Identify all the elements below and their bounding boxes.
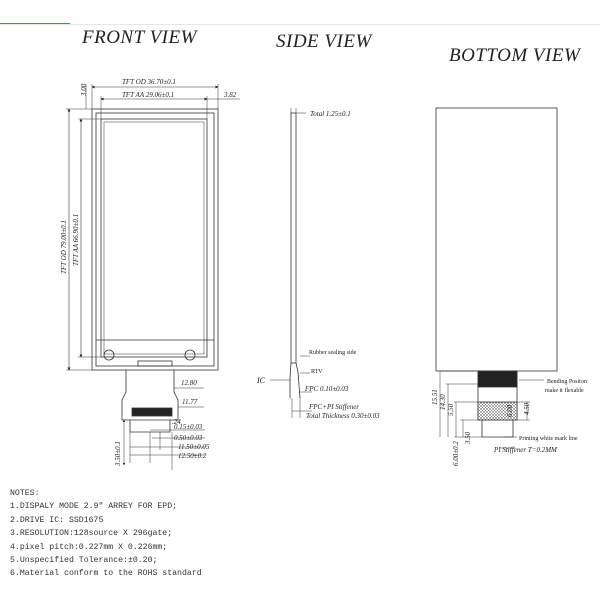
label-b600: 6.00±0.2 bbox=[452, 441, 460, 466]
side-fpc bbox=[289, 362, 301, 399]
fpc-dim-ticks bbox=[174, 387, 204, 408]
front-ext-lines-left bbox=[66, 108, 101, 371]
bottom-bend-zone bbox=[477, 370, 518, 388]
label-bending: Bending Positon bbox=[547, 379, 587, 385]
label-od-width: TFT OD 36.70±0.1 bbox=[122, 78, 176, 86]
label-aa-height: TFT AA 66.90±0.1 bbox=[72, 214, 80, 266]
side-dimension-labels: Total 1.25±0.1 Rubber sealing side RTV I… bbox=[256, 110, 380, 420]
bottom-dim-left bbox=[439, 371, 464, 437]
bottom-view bbox=[435, 107, 558, 449]
bottom-view-title: BOTTOM VIEW bbox=[449, 45, 581, 66]
side-top-ticks bbox=[290, 108, 297, 113]
label-printing: Printing white mark line bbox=[519, 436, 578, 442]
bottom-dimension-labels: 15.51 14.30 5.50 3.50 6.00±0.2 6.00 4.50… bbox=[431, 379, 587, 466]
label-fpc-thk: FPC 0.10±0.03 bbox=[304, 385, 349, 393]
side-view-title: SIDE VIEW bbox=[276, 31, 372, 52]
label-top-small: 3.00 bbox=[80, 83, 88, 97]
front-fpc bbox=[121, 370, 179, 421]
front-hole-left bbox=[103, 349, 115, 361]
front-hole-right bbox=[184, 349, 196, 361]
front-view-title: FRONT VIEW bbox=[82, 27, 197, 48]
note-item: 4.pixel pitch:0.227mm X 0.226mm; bbox=[10, 542, 168, 552]
front-view bbox=[66, 84, 240, 470]
label-total-thickness: Total Thickness 0.30±0.03 bbox=[306, 412, 380, 420]
fpc-bottom-dims bbox=[130, 429, 205, 456]
bottom-fpc-tail bbox=[481, 420, 514, 438]
note-item: 6.Material conform to the ROHS standard bbox=[10, 569, 202, 579]
front-fpc-contacts bbox=[131, 407, 173, 417]
fpc-bottom-ext bbox=[129, 432, 173, 470]
label-b600b: 6.00 bbox=[506, 404, 514, 417]
bottom-leaders bbox=[500, 379, 544, 449]
label-rubber: Rubber sealing side bbox=[309, 350, 357, 356]
label-ic: IC bbox=[256, 376, 266, 385]
bottom-panel bbox=[435, 107, 558, 372]
side-leaders bbox=[270, 355, 312, 418]
note-item: 2.DRIVE IC: SSD1675 bbox=[10, 515, 104, 525]
label-d015: 0.15±0.03 bbox=[174, 423, 203, 431]
side-panel bbox=[290, 112, 297, 364]
notes-block: NOTES: 1.DISPALY MODE 2.9" ARREY FOR EPD… bbox=[10, 487, 310, 581]
front-active-area bbox=[100, 118, 208, 358]
front-ext-lines-top bbox=[91, 84, 219, 119]
note-item: 3.RESOLUTION:128source X 296gate; bbox=[10, 529, 173, 539]
front-panel-outline bbox=[91, 108, 219, 371]
label-b1430: 14.30 bbox=[439, 394, 447, 410]
label-b450: 4.50 bbox=[523, 402, 531, 415]
bottom-pi-stiffener bbox=[477, 401, 518, 421]
label-b550: 5.50 bbox=[447, 403, 455, 416]
label-b1551: 15.51 bbox=[431, 389, 439, 405]
label-d350: 3.50±0.1 bbox=[114, 441, 122, 467]
label-d050: 0.50±0.03 bbox=[174, 434, 203, 442]
front-panel-inner-1 bbox=[95, 112, 215, 367]
note-item: 1.DISPALY MODE 2.9" ARREY FOR EPD; bbox=[10, 502, 178, 512]
label-od-height: TFT OD 79.00±0.1 bbox=[60, 220, 68, 274]
label-pi-stiffener: PI Stiffener T=0.2MM bbox=[493, 446, 558, 454]
label-rtv: RTV bbox=[311, 369, 323, 375]
notes-header: NOTES: bbox=[10, 489, 40, 498]
label-b350: 3.50 bbox=[464, 431, 472, 445]
side-view bbox=[270, 108, 312, 418]
label-aa-offset: 3.82 bbox=[223, 91, 237, 99]
label-fpc-1177: 11.77 bbox=[182, 398, 198, 406]
front-active-area-inner bbox=[103, 121, 205, 355]
label-pitch-24: .24 bbox=[172, 418, 181, 426]
label-d1150: 11.50±0.05 bbox=[178, 443, 210, 451]
label-fpc-1280: 12.80 bbox=[181, 379, 197, 387]
label-side-total: Total 1.25±0.1 bbox=[310, 110, 351, 118]
bottom-dim-right bbox=[517, 401, 530, 421]
front-dimension-labels: 3.00 TFT OD 36.70±0.1 TFT AA 29.06±0.1 3… bbox=[60, 78, 237, 467]
front-ic-slot bbox=[137, 360, 173, 367]
label-bending-2: make it flexable bbox=[545, 387, 584, 394]
label-aa-width: TFT AA 29.06±0.1 bbox=[122, 91, 174, 99]
bottom-ext-left bbox=[440, 370, 482, 438]
label-fpc-pi: FPC+PI Stiffener bbox=[308, 403, 359, 411]
header-divider bbox=[0, 24, 600, 25]
note-item: 5.Unspecified Tolerance:±0.20; bbox=[10, 556, 158, 566]
label-d1250: 12.50±0.2 bbox=[178, 452, 207, 460]
